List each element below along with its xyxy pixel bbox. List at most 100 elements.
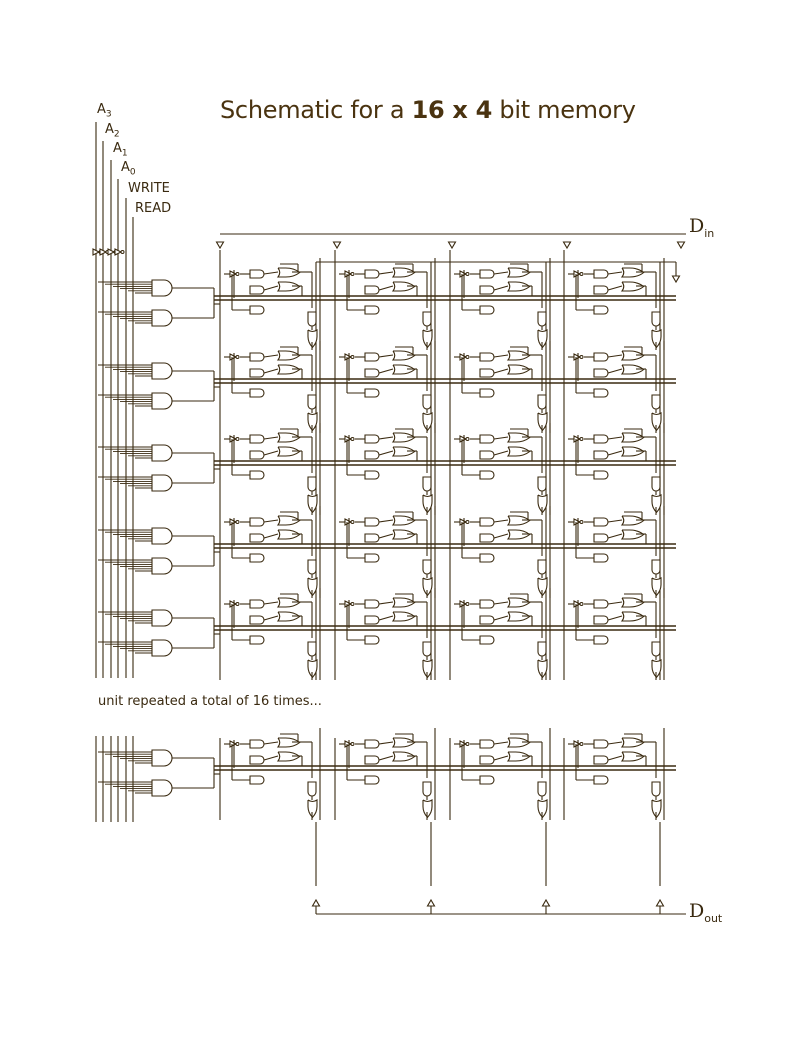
or-gate	[506, 281, 531, 292]
or-gate	[506, 515, 531, 526]
or-gate	[307, 576, 318, 597]
or-gate	[620, 281, 645, 292]
inverter	[459, 600, 468, 608]
inverter-bubble	[350, 355, 355, 359]
or-gate	[651, 493, 662, 514]
and-gate	[593, 470, 609, 480]
wire	[263, 354, 279, 358]
and-gate	[422, 476, 432, 492]
or-gate	[506, 350, 531, 361]
or-gate	[391, 529, 416, 540]
or-gate	[307, 493, 318, 514]
address-decoder	[98, 749, 220, 797]
and-gate	[479, 470, 495, 480]
and-gate	[593, 285, 609, 295]
and-gate	[537, 311, 547, 327]
wire	[493, 354, 509, 358]
wire	[263, 368, 279, 374]
and-gate	[593, 388, 609, 398]
and-gate	[593, 368, 609, 378]
memory-cell	[454, 728, 551, 820]
or-gate	[391, 737, 416, 748]
or-gate	[276, 737, 301, 748]
wire	[263, 450, 279, 456]
data-in-label: Din	[689, 215, 715, 240]
and-gate	[151, 527, 173, 545]
and-gate	[364, 739, 380, 749]
arrow-down	[676, 241, 686, 250]
or-gate	[276, 529, 301, 540]
memory-cell	[339, 728, 436, 820]
inverter	[229, 353, 238, 361]
or-gate	[391, 597, 416, 608]
inverter-bubble	[465, 437, 470, 441]
wire	[378, 533, 394, 539]
or-gate	[537, 328, 548, 349]
and-gate	[479, 635, 495, 645]
inverter	[573, 270, 582, 278]
and-gate	[249, 755, 265, 765]
and-gate	[593, 635, 609, 645]
or-gate	[620, 529, 645, 540]
repeat-caption: unit repeated a total of 16 times...	[98, 694, 322, 709]
and-gate	[151, 474, 173, 492]
inverter	[573, 600, 582, 608]
or-gate	[620, 611, 645, 622]
or-gate	[307, 411, 318, 432]
address-decoder	[98, 279, 220, 327]
and-gate	[249, 615, 265, 625]
or-gate	[307, 798, 318, 819]
and-gate	[307, 476, 317, 492]
inverter-bubble	[350, 742, 355, 746]
wire	[378, 519, 394, 523]
or-gate	[506, 529, 531, 540]
inverter-bubble	[235, 742, 240, 746]
and-gate	[364, 599, 380, 609]
arrow-down	[562, 241, 572, 250]
or-gate	[651, 576, 662, 597]
and-gate	[537, 476, 547, 492]
inverter	[573, 435, 582, 443]
and-gate	[364, 269, 380, 279]
inverter	[344, 740, 353, 748]
wire	[263, 533, 279, 539]
or-gate	[422, 576, 433, 597]
address-label-a0: A0	[121, 160, 136, 178]
and-gate	[249, 388, 265, 398]
inverter	[459, 518, 468, 526]
data-out-label: Dout	[689, 900, 723, 925]
inverter	[344, 518, 353, 526]
and-gate	[151, 309, 173, 327]
and-gate	[651, 311, 661, 327]
inverter-bubble	[579, 742, 584, 746]
and-gate	[593, 305, 609, 315]
and-gate	[249, 368, 265, 378]
wire	[378, 436, 394, 440]
or-gate	[276, 597, 301, 608]
or-gate	[422, 411, 433, 432]
and-gate	[479, 553, 495, 563]
and-gate	[151, 779, 173, 797]
inverter	[229, 600, 238, 608]
or-gate	[620, 267, 645, 278]
or-gate	[276, 364, 301, 375]
wire	[378, 601, 394, 605]
inverter	[99, 248, 108, 256]
address-decoder	[98, 527, 220, 575]
memory-cell	[224, 423, 321, 515]
and-gate	[593, 739, 609, 749]
or-gate	[506, 364, 531, 375]
or-gate	[506, 737, 531, 748]
memory-cell	[568, 506, 665, 598]
or-gate	[391, 267, 416, 278]
arrow-up	[426, 898, 436, 907]
or-gate	[391, 515, 416, 526]
and-gate	[479, 615, 495, 625]
and-gate	[651, 559, 661, 575]
wire	[493, 271, 509, 275]
address-decoder	[98, 444, 220, 492]
inverter-bubble	[350, 437, 355, 441]
and-gate	[151, 557, 173, 575]
or-gate	[422, 493, 433, 514]
